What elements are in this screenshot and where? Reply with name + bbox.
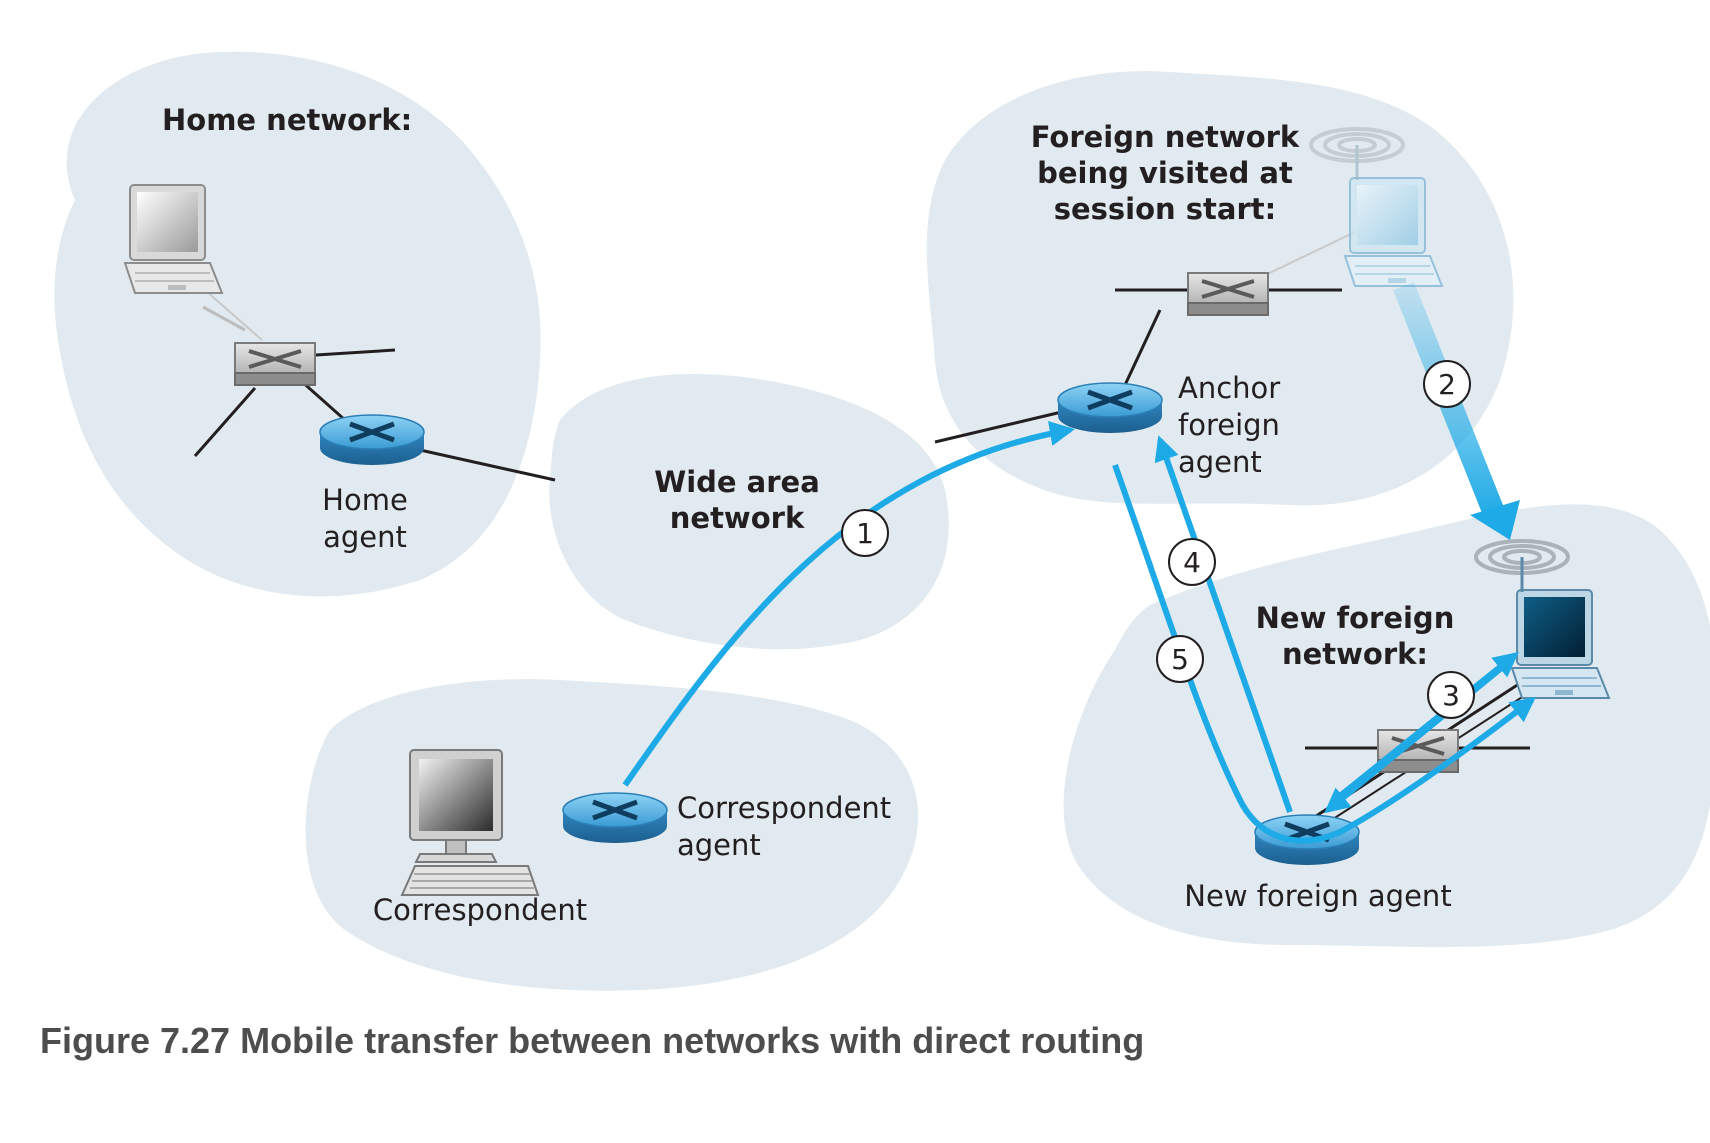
- correspondent-label: Correspondent: [373, 893, 587, 927]
- step-5-marker: 5: [1156, 635, 1204, 683]
- new-foreign-wireless-signal-icon: [1474, 539, 1570, 592]
- correspondent-agent-label-line2: agent: [677, 828, 761, 862]
- arrow-step-3b: [1324, 662, 1507, 814]
- correspondent-agent-label-line1: Correspondent: [677, 791, 891, 825]
- home-agent-label-line2: agent: [323, 520, 407, 554]
- new-foreign-network-label-line1: New foreign: [1256, 601, 1455, 635]
- arrow-step-1: [622, 421, 1075, 787]
- anchor-foreign-agent-router-icon: [1057, 382, 1163, 433]
- home-laptop-icon: [123, 184, 224, 294]
- wide-area-network-label-line1: Wide area: [654, 465, 820, 499]
- anchor-foreign-agent-label-line2: foreign: [1178, 408, 1280, 442]
- svg-text:3: 3: [1442, 679, 1460, 712]
- svg-text:4: 4: [1183, 546, 1201, 579]
- network-diagram: 1 2 3 4 5 Home network: Home agent Wide …: [54, 51, 1710, 991]
- svg-text:2: 2: [1438, 368, 1456, 401]
- step-1-marker: 1: [841, 509, 889, 557]
- foreign-network-label-line1: Foreign network: [1031, 120, 1300, 154]
- anchor-foreign-agent-label-line1: Anchor: [1178, 371, 1280, 405]
- foreign-laptop-icon: [1343, 177, 1444, 287]
- foreign-switch-icon: [1187, 272, 1269, 316]
- foreign-network-label-line2: being visited at: [1037, 156, 1293, 190]
- foreign-wireless-signal-icon: [1309, 127, 1405, 180]
- figure-caption: Figure 7.27 Mobile transfer between netw…: [40, 1020, 1145, 1061]
- svg-text:5: 5: [1171, 643, 1189, 676]
- correspondent-desktop-icon: [400, 749, 540, 896]
- network-links: [193, 231, 1531, 831]
- new-foreign-network-label-line2: network:: [1282, 637, 1428, 671]
- wide-area-network-label-line2: network: [670, 501, 805, 535]
- arrow-step-5: [1112, 463, 1536, 844]
- arrow-step-4: [1154, 435, 1293, 813]
- anchor-foreign-agent-label-line3: agent: [1178, 445, 1262, 479]
- home-agent-router-icon: [319, 414, 425, 465]
- step-3-marker: 3: [1427, 671, 1475, 719]
- new-foreign-laptop-icon: [1510, 589, 1611, 699]
- correspondent-agent-router-icon: [562, 792, 668, 843]
- wide-area-network-cloud: [549, 374, 949, 650]
- foreign-network-label-line3: session start:: [1054, 192, 1277, 226]
- step-2-marker: 2: [1423, 360, 1471, 408]
- new-foreign-agent-label: New foreign agent: [1184, 879, 1451, 913]
- home-network-label: Home network:: [162, 103, 412, 137]
- home-agent-label-line1: Home: [322, 483, 408, 517]
- home-switch-icon: [234, 342, 316, 386]
- step-4-marker: 4: [1168, 538, 1216, 586]
- svg-text:1: 1: [856, 517, 874, 550]
